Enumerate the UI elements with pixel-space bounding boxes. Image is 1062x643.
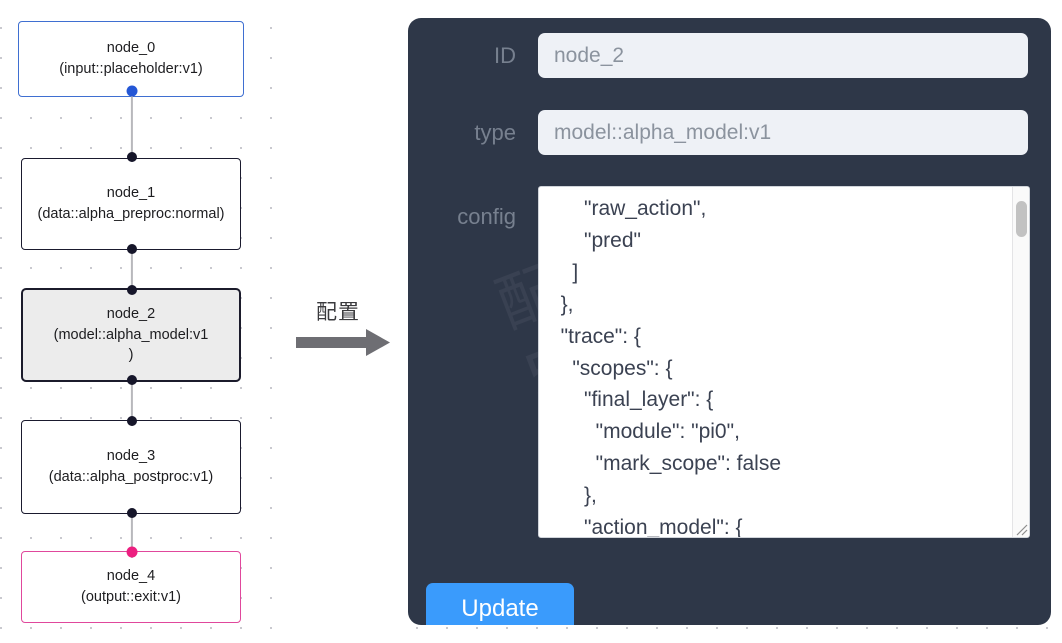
update-button[interactable]: Update (426, 583, 574, 625)
handle-node_4-target[interactable] (126, 546, 138, 558)
transition-arrow-label: 配置 (316, 300, 360, 324)
graph-node-node_1[interactable]: node_1 (data::alpha_preproc:normal) (21, 158, 241, 250)
graph-node-label: node_3 (data::alpha_postproc:v1) (48, 448, 214, 485)
config-textarea-scrollbar[interactable] (1012, 187, 1029, 537)
node-config-panel: 配置 565A11 ID type config "raw_action", "… (408, 18, 1051, 625)
config-textarea-wrapper[interactable]: "raw_action", "pred" ] }, "trace": { "sc… (538, 186, 1030, 538)
config-field-label: config (457, 204, 516, 229)
graph-node-label: node_2 (model::alpha_model:v1 ) (53, 306, 209, 364)
arrow-right-icon (296, 329, 390, 356)
field-row-id: ID (426, 33, 1028, 78)
field-row-type: type (426, 110, 1028, 155)
handle-node_2-target[interactable] (127, 285, 137, 295)
field-row-config: config "raw_action", "pred" ] }, "trace"… (426, 186, 1030, 538)
handle-node_3-target[interactable] (127, 416, 137, 426)
edge-node2-node3 (130, 378, 134, 426)
id-input[interactable] (538, 33, 1028, 78)
type-field-label: type (474, 119, 516, 145)
type-input[interactable] (538, 110, 1028, 155)
handle-node_2-source[interactable] (127, 375, 137, 385)
resize-handle-icon[interactable] (1012, 520, 1028, 536)
edge-node0-node1 (130, 90, 134, 162)
handle-node_3-source[interactable] (127, 508, 137, 518)
graph-node-label: node_0 (input::placeholder:v1) (59, 40, 203, 77)
graph-node-node_3[interactable]: node_3 (data::alpha_postproc:v1) (21, 420, 241, 514)
graph-canvas[interactable]: node_0 (input::placeholder:v1) node_1 (d… (0, 0, 290, 643)
config-textarea[interactable]: "raw_action", "pred" ] }, "trace": { "sc… (560, 197, 781, 537)
transition-arrow-group: 配置 (296, 296, 400, 358)
graph-node-label: node_1 (data::alpha_preproc:normal) (37, 185, 225, 222)
graph-node-node_4[interactable]: node_4 (output::exit:v1) (21, 551, 241, 623)
id-field-label: ID (494, 42, 516, 68)
arrow-gutter (290, 0, 398, 643)
config-textarea-scroll-thumb[interactable] (1016, 201, 1027, 237)
handle-node_1-source[interactable] (127, 244, 137, 254)
edge-node1-node2 (130, 246, 134, 294)
handle-node_0-source[interactable] (126, 85, 138, 97)
handle-node_1-target[interactable] (127, 152, 137, 162)
graph-node-node_2[interactable]: node_2 (model::alpha_model:v1 ) (21, 288, 241, 382)
graph-node-label: node_4 (output::exit:v1) (81, 568, 181, 605)
edge-node3-node4 (130, 510, 134, 558)
